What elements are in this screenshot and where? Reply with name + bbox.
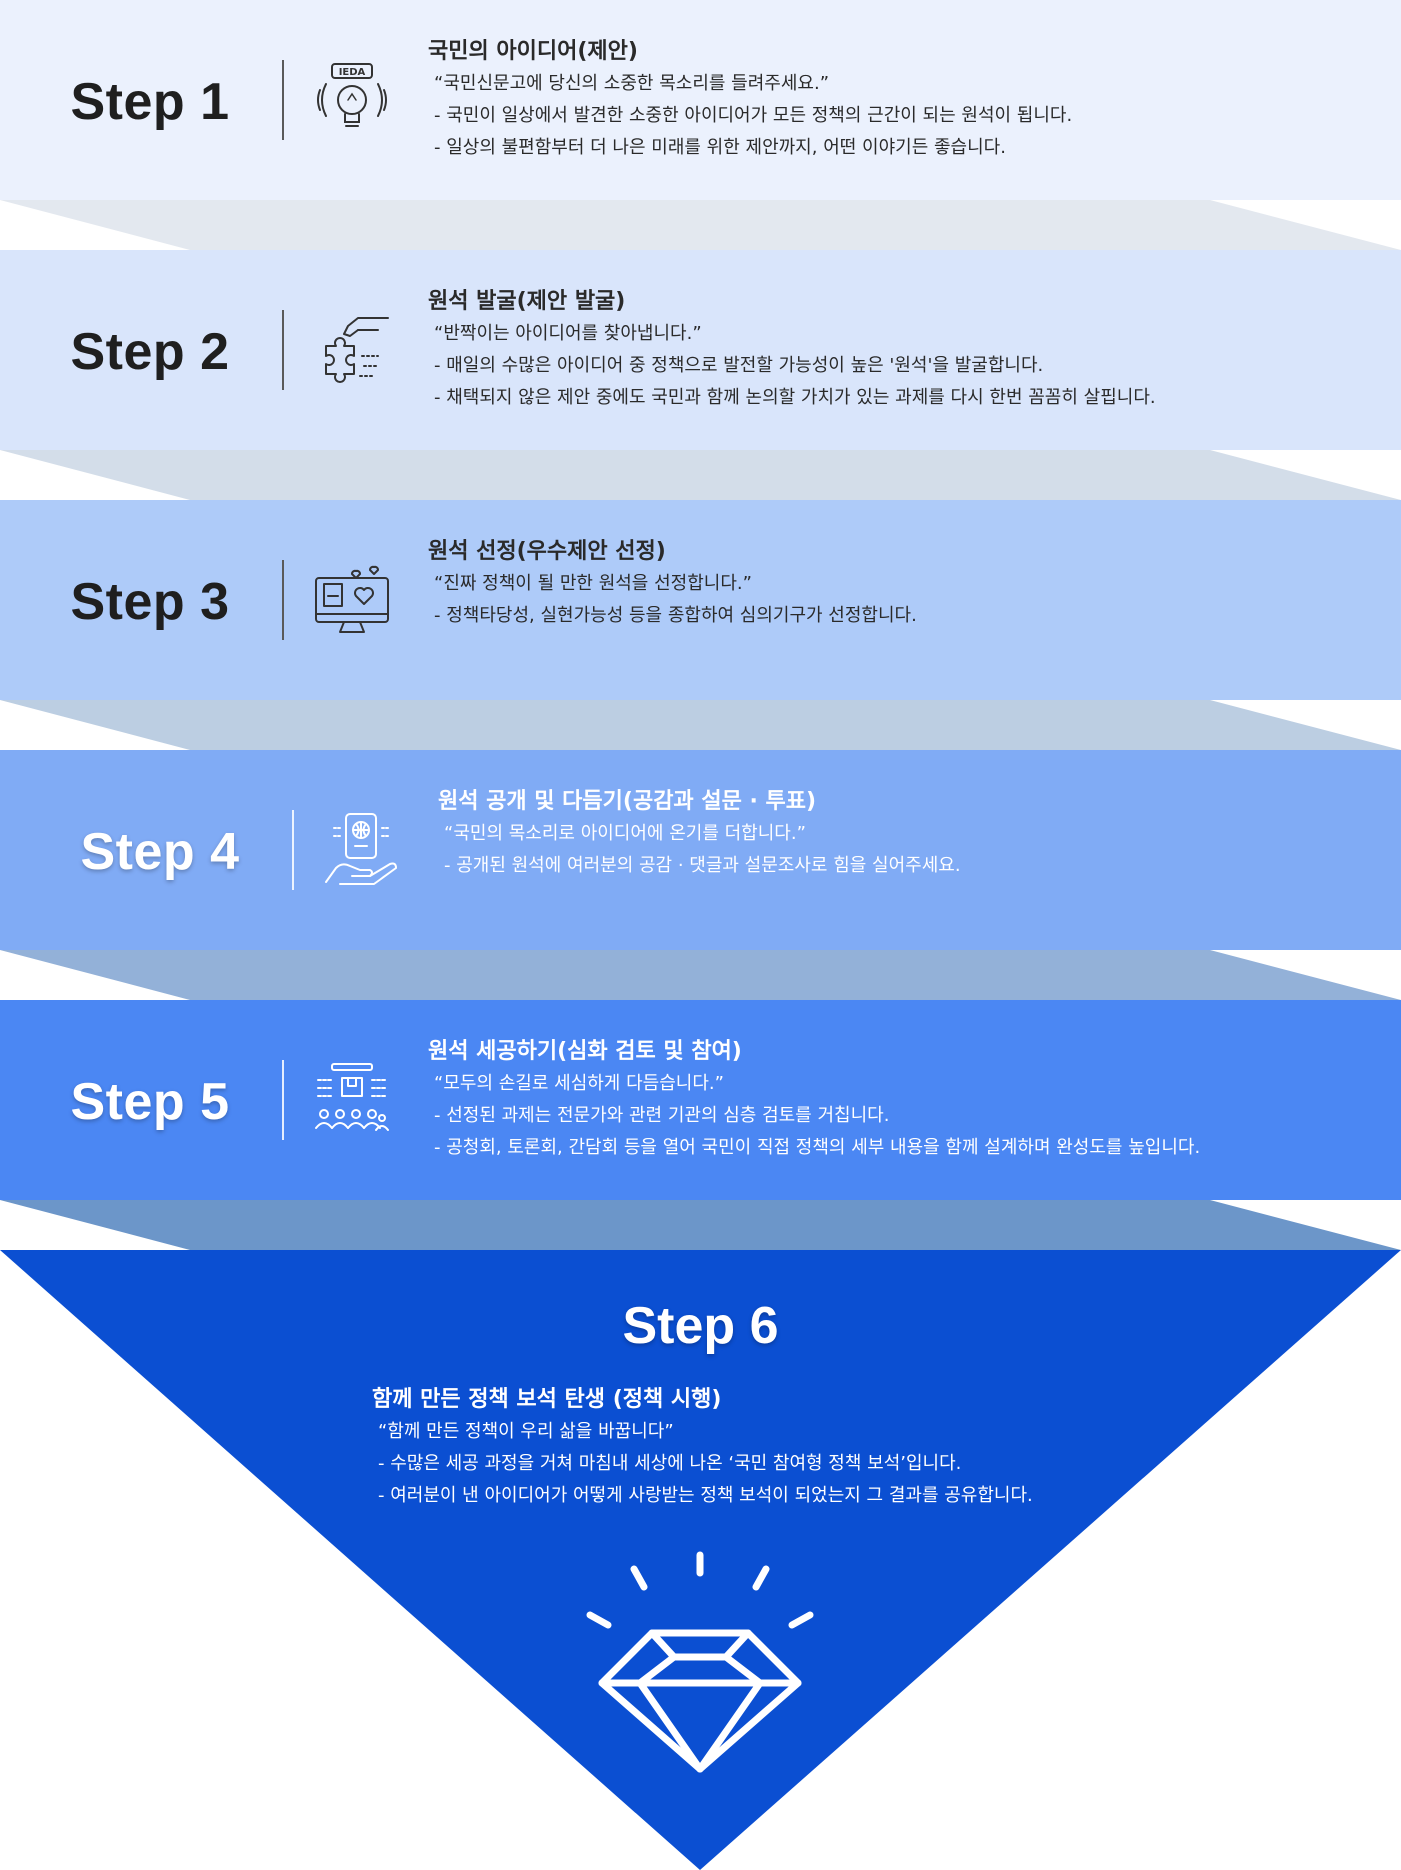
connector-4-5 xyxy=(0,950,1401,1000)
idea-lightbulb-icon: IEDA xyxy=(317,63,387,127)
step-4-bullet: - 공개된 원석에 여러분의 공감 · 댓글과 설문조사로 힘을 실어주세요. xyxy=(444,855,961,876)
connector-3-4 xyxy=(0,700,1401,750)
step-4-heading: 원석 공개 및 다듬기(공감과 설문 · 투표) xyxy=(438,789,817,814)
step-6-heading: 함께 만든 정책 보석 탄생 (정책 시행) xyxy=(372,1387,722,1412)
connector-2-3 xyxy=(0,450,1401,500)
step-5-bullet: - 공청회, 토론회, 간담회 등을 열어 국민이 직접 정책의 세부 내용을 … xyxy=(434,1137,1201,1158)
connector-slant xyxy=(0,1200,190,1250)
group-review-icon xyxy=(315,1063,389,1131)
step-4-description: 원석 공개 및 다듬기(공감과 설문 · 투표) “국민의 목소리로 아이디어에… xyxy=(438,786,961,882)
step-3-description: 원석 선정(우수제안 선정) “진짜 정책이 될 만한 원석을 선정합니다.” … xyxy=(428,536,917,632)
connector-slant xyxy=(0,700,190,750)
step-4-quote: “국민의 목소리로 아이디어에 온기를 더합니다.” xyxy=(444,823,806,844)
band-step-5 xyxy=(0,1000,1401,1200)
step-5-heading: 원석 세공하기(심화 검토 및 참여) xyxy=(428,1039,742,1064)
connector-slant xyxy=(1210,450,1401,500)
connector-1-2 xyxy=(0,200,1401,250)
connector-5-6 xyxy=(0,1200,1401,1250)
svg-text:IEDA: IEDA xyxy=(339,67,366,78)
step-1-bullet: - 일상의 불편함부터 더 나은 미래를 위한 제안까지, 어떤 이야기든 좋습… xyxy=(434,137,1006,158)
step-1-description: 국민의 아이디어(제안) “국민신문고에 당신의 소중한 목소리를 들려주세요.… xyxy=(428,36,1072,164)
connector-slant xyxy=(1210,700,1401,750)
step-2-divider xyxy=(282,310,284,390)
step-5-quote: “모두의 손길로 세심하게 다듬습니다.” xyxy=(434,1073,724,1094)
step-1-divider xyxy=(282,60,284,140)
step-5-divider xyxy=(282,1060,284,1140)
connector-slant xyxy=(0,200,190,250)
step-1-quote: “국민신문고에 당신의 소중한 목소리를 들려주세요.” xyxy=(434,73,830,94)
band-step-3 xyxy=(0,500,1401,700)
band-step-4 xyxy=(0,750,1401,950)
step-6-description: 함께 만든 정책 보석 탄생 (정책 시행) “함께 만든 정책이 우리 삶을 … xyxy=(372,1384,1033,1512)
step-2-quote: “반짝이는 아이디어를 찾아냅니다.” xyxy=(434,323,702,344)
step-6-bullet: - 여러분이 낸 아이디어가 어떻게 사랑받는 정책 보석이 되었는지 그 결과… xyxy=(378,1485,1033,1506)
band-step-2 xyxy=(0,250,1401,450)
step-4-divider xyxy=(292,810,294,890)
step-3-divider xyxy=(282,560,284,640)
step-6-bullet: - 수많은 세공 과정을 거쳐 마침내 세상에 나온 ‘국민 참여형 정책 보석… xyxy=(378,1453,962,1474)
step-1-heading: 국민의 아이디어(제안) xyxy=(428,39,638,64)
step-3-bullet: - 정책타당성, 실현가능성 등을 종합하여 심의기구가 선정합니다. xyxy=(434,605,917,626)
step-2-bullet: - 채택되지 않은 제안 중에도 국민과 함께 논의할 가치가 있는 과제를 다… xyxy=(434,387,1156,408)
step-1-bullet: - 국민이 일상에서 발견한 소중한 아이디어가 모든 정책의 근간이 되는 원… xyxy=(434,105,1073,126)
connector-slant xyxy=(1210,1200,1401,1250)
hand-puzzle-icon xyxy=(325,317,389,383)
step-4-label: Step 4 xyxy=(80,823,240,881)
step-5-bullet: - 선정된 과제는 전문가와 관련 기관의 심층 검토를 거칩니다. xyxy=(434,1105,890,1126)
connector-slant xyxy=(0,450,190,500)
step-3-label: Step 3 xyxy=(70,573,230,631)
connector-slant xyxy=(1210,950,1401,1000)
step-2-description: 원석 발굴(제안 발굴) “반짝이는 아이디어를 찾아냅니다.” - 매일의 수… xyxy=(428,286,1156,414)
connector-slant xyxy=(0,950,190,1000)
step-6-label: Step 6 xyxy=(622,1297,779,1355)
step-3-quote: “진짜 정책이 될 만한 원석을 선정합니다.” xyxy=(434,573,752,594)
step-5-description: 원석 세공하기(심화 검토 및 참여) “모두의 손길로 세심하게 다듬습니다.… xyxy=(428,1036,1200,1164)
monitor-hearts-icon xyxy=(315,565,389,633)
step-2-bullet: - 매일의 수많은 아이디어 중 정책으로 발전할 가능성이 높은 '원석'을 … xyxy=(434,355,1044,376)
band-step-1 xyxy=(0,0,1401,200)
connector-slant xyxy=(1210,200,1401,250)
step-2-heading: 원석 발굴(제안 발굴) xyxy=(428,289,626,314)
diamond-icon xyxy=(586,1551,814,1773)
step-6-quote: “함께 만든 정책이 우리 삶을 바꿉니다” xyxy=(378,1421,674,1442)
step-1-label: Step 1 xyxy=(70,73,230,131)
step-5-label: Step 5 xyxy=(70,1073,230,1131)
step-3-heading: 원석 선정(우수제안 선정) xyxy=(428,539,666,564)
step-2-label: Step 2 xyxy=(70,323,230,381)
hand-phone-globe-icon xyxy=(325,813,397,885)
